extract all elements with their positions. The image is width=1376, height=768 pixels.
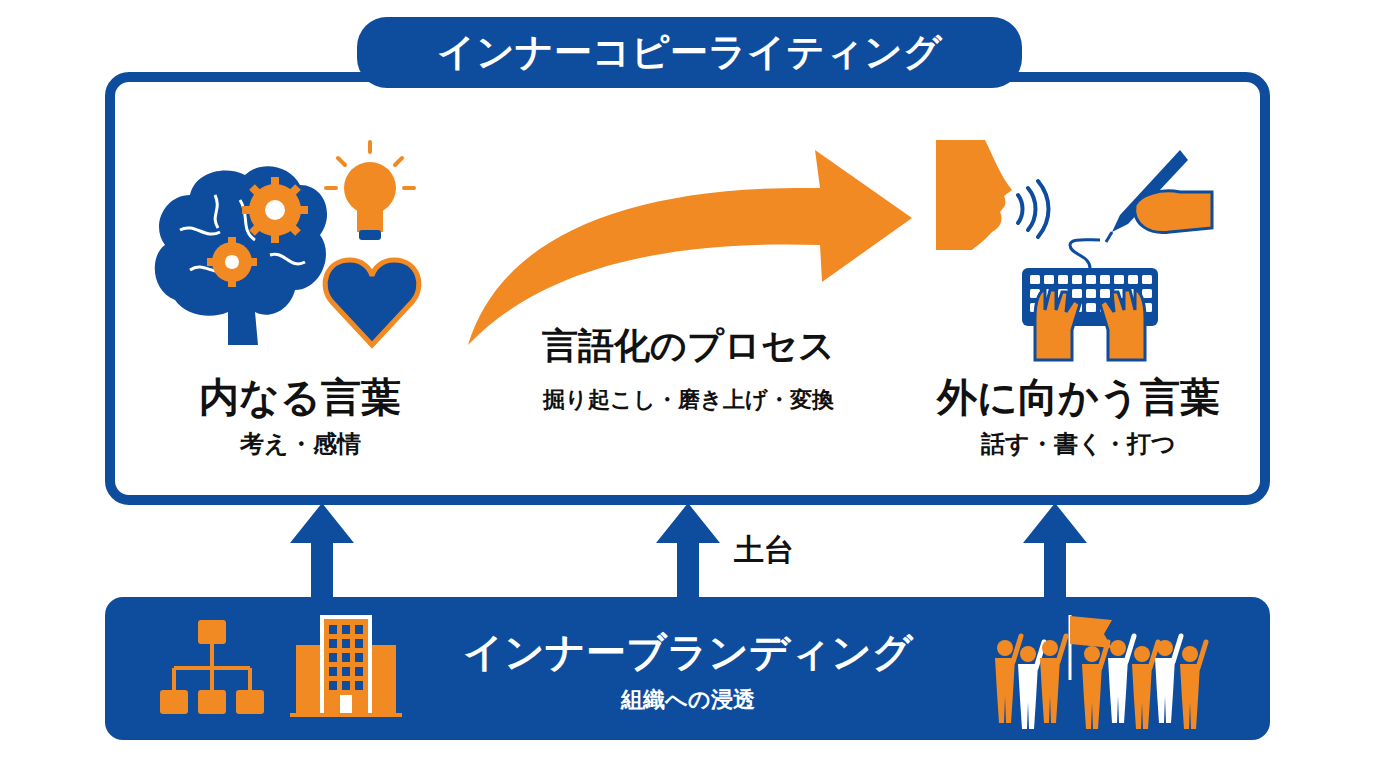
- support-arrow: [1023, 503, 1087, 597]
- support-arrow: [656, 503, 720, 597]
- foundation-band: インナーブランディング組織への浸透: [105, 597, 1270, 740]
- band-heading: インナーブランディング: [105, 625, 1270, 680]
- building-icon: [290, 615, 402, 717]
- section-heading: 内なる言葉: [199, 370, 401, 425]
- band-ground: [105, 597, 1270, 740]
- edge-label: 土台: [734, 530, 794, 571]
- section-heading: 言語化のプロセス: [542, 322, 835, 371]
- section-subtext: 掘り起こし・磨き上げ・変換: [543, 385, 834, 415]
- brain-icon: [155, 166, 327, 345]
- section-subtext: 話す・書く・打つ: [981, 428, 1176, 460]
- heart-icon: [325, 260, 419, 345]
- title-pill: インナーコピーライティング: [357, 17, 1022, 88]
- section-heading: 外に向かう言葉: [937, 370, 1220, 425]
- keyboard-icon: [1022, 240, 1158, 360]
- support-arrow: [290, 503, 354, 597]
- band-subtext: 組織への浸透: [105, 685, 1270, 715]
- speaking-face-icon: [936, 140, 1049, 250]
- section-subtext: 考え・感情: [240, 428, 361, 460]
- people-group-icon: [995, 636, 1206, 729]
- flag-icon: [1070, 615, 1112, 680]
- writing-hand-icon: [1106, 150, 1212, 242]
- org-chart-icon: [160, 620, 264, 714]
- lightbulb-icon: [326, 142, 414, 240]
- process-arrow: [468, 150, 912, 345]
